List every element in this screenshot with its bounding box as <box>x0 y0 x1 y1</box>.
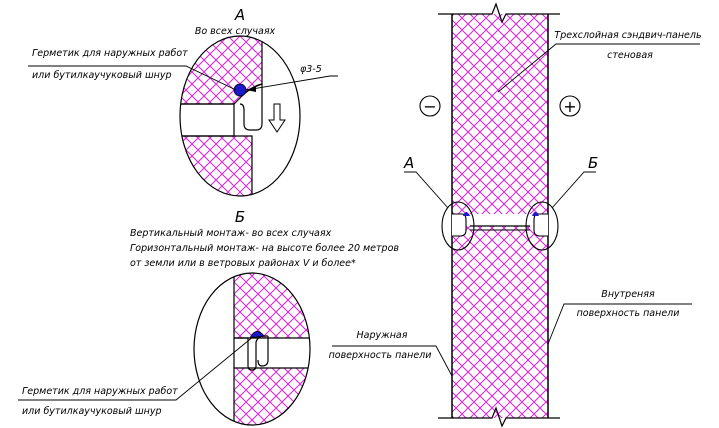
detail-a-circle <box>179 35 301 197</box>
detail-b-sealant-line1: Герметик для наружных работ <box>22 386 178 397</box>
detail-a: А Во всех случаях Герметик для наружных … <box>28 6 338 197</box>
detail-a-sealant-leader <box>28 65 237 91</box>
detail-b-sealant-leader <box>18 335 255 401</box>
detail-b-groove <box>234 335 268 371</box>
detail-b-note-line2: Горизонтальный монтаж- на высоте более 2… <box>130 243 399 254</box>
outer-surface-line1: Наружная <box>357 330 408 341</box>
plus-circle <box>559 95 581 117</box>
detail-b-sealant-line2: или бутилкаучуковый шнур <box>22 406 162 417</box>
detail-b-circle <box>193 272 311 426</box>
wall-section: А Б − + Трехслойная сэндвич-панель стено… <box>329 2 702 428</box>
detail-a-groove <box>239 83 263 131</box>
detail-b-note-line3: от земли или в ветровых районах V и боле… <box>130 258 356 269</box>
outer-surface-line2: поверхность панели <box>329 350 432 361</box>
outer-surface-leader <box>332 345 453 377</box>
callout-a-ellipse <box>441 201 475 251</box>
detail-b-letter: Б <box>235 208 245 226</box>
detail-b-upper-panel <box>233 273 310 339</box>
detail-a-caption: Во всех случаях <box>195 26 276 37</box>
bottom-break-line <box>438 406 560 428</box>
detail-a-sealant-line2: или бутилкаучуковый шнур <box>32 70 172 81</box>
joint-right-lock <box>533 213 548 237</box>
callout-a-leader <box>404 171 449 209</box>
detail-a-diameter: φ3-5 <box>300 64 322 75</box>
lower-wall-panel <box>452 226 548 418</box>
detail-b: Б Вертикальный монтаж- во всех случаях Г… <box>18 208 399 426</box>
inner-surface-leader <box>547 303 692 345</box>
detail-a-down-arrow <box>268 103 286 133</box>
plus-sign: + <box>563 97 576 116</box>
detail-a-lower-panel <box>180 135 253 196</box>
detail-a-tongue <box>180 103 235 137</box>
joint-left-lock <box>452 213 467 237</box>
detail-b-tongue <box>257 336 269 367</box>
detail-a-sealant-line1: Герметик для наружных работ <box>32 48 188 59</box>
upper-wall-panel <box>452 14 548 214</box>
callout-b-ellipse <box>525 201 559 251</box>
callout-b-letter: Б <box>588 154 598 172</box>
callout-a-letter: А <box>403 154 414 172</box>
detail-b-panels <box>233 273 310 425</box>
joint-sealant-a <box>463 212 470 216</box>
panel-label-line2: стеновая <box>607 50 653 61</box>
joint-sealant-b <box>532 212 539 216</box>
detail-a-diameter-arrowhead <box>246 86 256 92</box>
minus-sign: − <box>423 97 436 116</box>
callout-b-leader <box>551 171 596 209</box>
panel-label-line1: Трехслойная сэндвич-панель <box>554 30 701 41</box>
top-break-line <box>438 2 560 24</box>
detail-a-diameter-leader <box>245 75 338 91</box>
minus-circle <box>419 95 441 117</box>
detail-a-letter: А <box>234 6 245 24</box>
inner-surface-line1: Внутреняя <box>601 289 655 300</box>
detail-b-note-line1: Вертикальный монтаж- во всех случаях <box>130 228 332 239</box>
detail-b-lower-panel <box>233 367 310 425</box>
inner-surface-line2: поверхность панели <box>577 308 680 319</box>
detail-a-upper-panel <box>180 36 263 105</box>
panel-label-leader <box>497 43 700 93</box>
